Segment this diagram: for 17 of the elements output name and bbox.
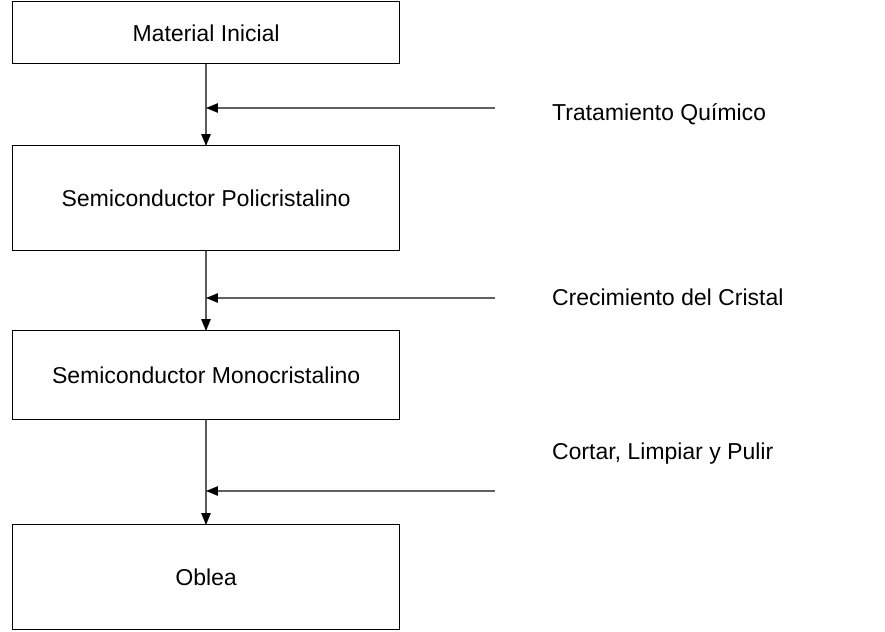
process-box bbox=[12, 524, 400, 630]
arrow bbox=[201, 420, 211, 525]
step-label: Semiconductor Policristalino bbox=[62, 184, 350, 213]
arrow bbox=[206, 293, 495, 303]
process-box bbox=[12, 1, 400, 64]
process-box bbox=[12, 145, 400, 251]
step-label: Material Inicial bbox=[132, 18, 280, 48]
arrow bbox=[201, 64, 211, 146]
process-step-label: Crecimiento del Cristal bbox=[552, 282, 784, 312]
step-label: Oblea bbox=[175, 563, 237, 592]
process-box bbox=[12, 330, 400, 420]
process-step-label: Tratamiento Químico bbox=[552, 97, 766, 127]
process-step-label: Cortar, Limpiar y Pulir bbox=[552, 436, 774, 466]
arrow bbox=[206, 486, 495, 496]
arrow bbox=[206, 103, 495, 113]
arrow bbox=[201, 251, 211, 331]
step-label: Semiconductor Monocristalino bbox=[52, 361, 360, 390]
